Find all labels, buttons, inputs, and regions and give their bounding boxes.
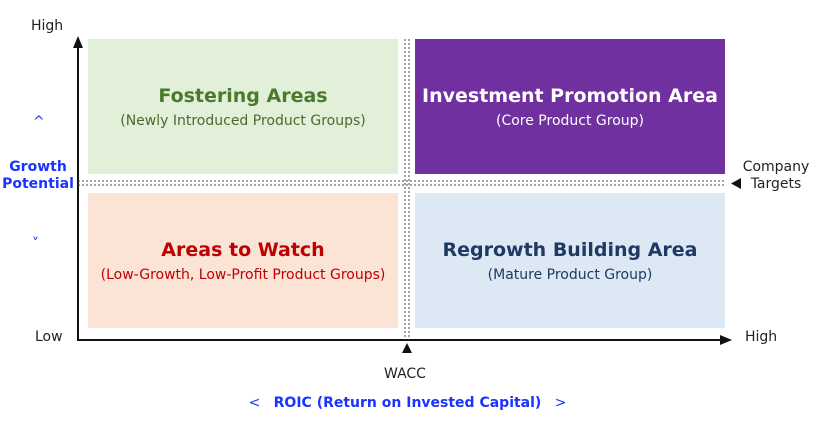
wacc-label: WACC bbox=[384, 366, 426, 382]
down-chevron-icon: ˅ bbox=[32, 236, 39, 252]
quadrant-title: Investment Promotion Area bbox=[422, 84, 718, 107]
company-targets-line2: Targets bbox=[750, 176, 802, 192]
quadrant-title: Fostering Areas bbox=[158, 84, 328, 107]
y-axis-title-line1: Growth bbox=[9, 159, 67, 175]
quadrant-areas-to-watch: Areas to Watch (Low-Growth, Low-Profit P… bbox=[88, 193, 398, 328]
x-axis-title-open: < bbox=[248, 395, 261, 411]
quadrant-fostering-areas: Fostering Areas (Newly Introduced Produc… bbox=[88, 39, 398, 174]
x-axis-high-label: High bbox=[745, 329, 778, 345]
company-targets-marker-triangle bbox=[731, 178, 741, 189]
company-targets-line1: Company bbox=[742, 159, 810, 175]
company-targets-label: Company Targets bbox=[738, 159, 814, 193]
y-axis-arrowhead bbox=[73, 36, 83, 48]
y-axis-low-label: Low bbox=[35, 329, 63, 345]
y-axis-title-line2: Potential bbox=[2, 176, 74, 192]
quadrant-subtitle: (Core Product Group) bbox=[495, 112, 644, 129]
y-axis-high-label: High bbox=[31, 18, 64, 34]
wacc-marker-triangle bbox=[402, 343, 412, 353]
x-axis-arrowhead bbox=[720, 335, 732, 345]
up-chevron-icon: ^ bbox=[33, 114, 45, 130]
quadrant-investment-promotion-area: Investment Promotion Area (Core Product … bbox=[415, 39, 725, 174]
x-axis-title-text: ROIC (Return on Invested Capital) bbox=[273, 395, 542, 411]
quadrant-subtitle: (Mature Product Group) bbox=[487, 266, 653, 283]
quadrant-title: Regrowth Building Area bbox=[442, 238, 698, 261]
y-axis-title: Growth Potential bbox=[0, 159, 76, 193]
x-axis-title-close: > bbox=[554, 395, 567, 411]
x-axis-title: < ROIC (Return on Invested Capital) > bbox=[0, 395, 815, 411]
quadrant-title: Areas to Watch bbox=[161, 238, 325, 261]
quadrant-regrowth-building-area: Regrowth Building Area (Mature Product G… bbox=[415, 193, 725, 328]
quadrant-subtitle: (Newly Introduced Product Groups) bbox=[120, 112, 366, 129]
quadrant-subtitle: (Low-Growth, Low-Profit Product Groups) bbox=[100, 266, 386, 283]
